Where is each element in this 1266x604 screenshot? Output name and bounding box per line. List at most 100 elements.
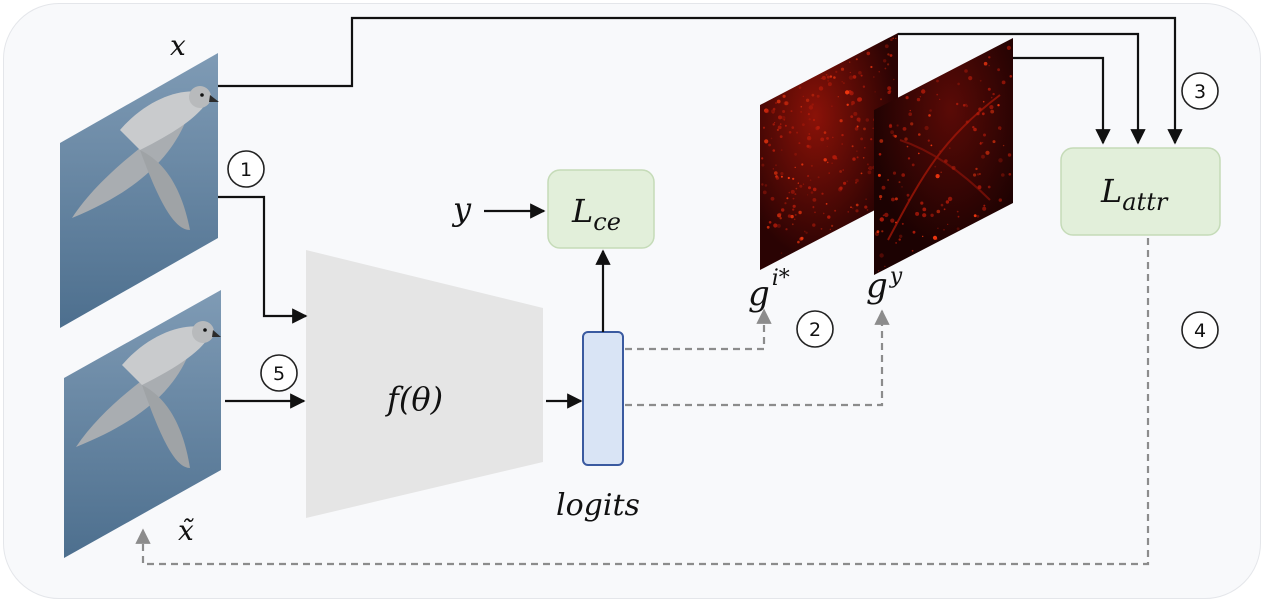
heatmap-speckle xyxy=(951,165,956,170)
heatmap-speckle xyxy=(936,79,939,83)
heatmap-speckle xyxy=(812,187,817,192)
heatmap-speckle xyxy=(956,102,959,106)
heatmap-speckle xyxy=(860,137,863,141)
heatmap-speckle xyxy=(820,137,825,142)
heatmap-speckle xyxy=(761,163,765,167)
heatmap-speckle xyxy=(922,235,924,238)
heatmap-speckle xyxy=(841,133,844,137)
step-2: 2 xyxy=(796,310,834,348)
heatmap-speckle xyxy=(787,214,792,218)
heatmap-speckle xyxy=(975,167,978,171)
model-trapezoid xyxy=(306,250,543,518)
heatmap-speckle xyxy=(774,122,776,124)
heatmap-speckle xyxy=(823,158,827,162)
heatmap-speckle xyxy=(806,144,810,148)
heatmap-speckle xyxy=(998,158,1003,163)
l-ce-box xyxy=(547,169,655,249)
model-label: f(θ) xyxy=(385,380,443,418)
heatmap-speckle xyxy=(770,137,773,140)
heatmap-speckle xyxy=(817,176,820,179)
heatmap-speckle xyxy=(982,100,985,103)
heatmap-speckle xyxy=(812,206,815,209)
heatmap-speckle xyxy=(894,197,898,201)
heatmap-speckle xyxy=(792,197,795,200)
heatmap-speckle xyxy=(860,74,863,77)
heatmap-speckle xyxy=(864,146,866,149)
heatmap-speckle xyxy=(879,139,884,143)
heatmap-speckle xyxy=(989,105,994,110)
heatmap-speckle xyxy=(890,218,895,223)
heatmap-speckle xyxy=(829,228,831,230)
logits-label: logits xyxy=(556,488,640,523)
heatmap-speckle xyxy=(855,181,857,184)
heatmap-speckle xyxy=(837,96,839,98)
heatmap-speckle xyxy=(947,223,949,225)
heatmap-speckle xyxy=(846,103,849,107)
heatmap-speckle xyxy=(956,227,960,231)
heatmap-speckle xyxy=(887,63,890,66)
heatmap-speckle xyxy=(839,170,842,173)
heatmap-speckle xyxy=(882,214,885,217)
heatmap-speckle xyxy=(823,131,827,134)
heatmap-speckle xyxy=(810,191,814,194)
heatmap-speckle xyxy=(915,211,920,216)
heatmap-speckle xyxy=(965,103,967,106)
heatmap-speckle xyxy=(832,155,837,160)
heatmap-speckle xyxy=(887,179,889,181)
heatmap-speckle xyxy=(850,115,854,118)
logits-box xyxy=(582,331,624,466)
heatmap-speckle xyxy=(846,180,849,183)
dashed-logits-to-gy xyxy=(625,309,890,407)
heatmap-speckle xyxy=(800,105,803,108)
arrow-x-to-lattr xyxy=(218,16,1183,145)
heatmap-speckle xyxy=(772,123,775,126)
heatmap-speckle xyxy=(990,96,993,99)
heatmap-speckle xyxy=(879,198,882,200)
heatmap-speckle xyxy=(806,136,812,141)
heatmap-speckle xyxy=(797,240,800,244)
heatmap-speckle xyxy=(827,82,832,87)
heatmap-speckle xyxy=(901,186,903,188)
heatmap-speckle xyxy=(781,115,786,120)
heatmap-speckle xyxy=(784,124,787,127)
heatmap-speckle xyxy=(788,131,792,134)
heatmap-speckle xyxy=(895,242,897,244)
heatmap-speckle xyxy=(818,86,824,91)
heatmap-speckle xyxy=(787,176,790,180)
heatmap-speckle xyxy=(856,125,859,128)
heatmap-speckle xyxy=(965,104,969,108)
heatmap-speckle xyxy=(799,184,803,188)
step-4-number: 4 xyxy=(1194,320,1206,342)
heatmap-speckle xyxy=(978,107,982,111)
heatmap-speckle xyxy=(855,178,859,183)
heatmap-speckle xyxy=(911,249,914,252)
heatmap-speckle xyxy=(816,94,820,98)
heatmap-speckle xyxy=(810,164,813,167)
heatmap-speckle xyxy=(852,157,856,161)
heatmap-speckle xyxy=(809,179,812,181)
heatmap-speckle xyxy=(973,173,977,177)
heatmap-speckle xyxy=(872,76,875,78)
heatmap-speckle xyxy=(828,172,830,174)
heatmap-speckle xyxy=(779,123,782,125)
heatmap-speckle xyxy=(782,94,786,98)
heatmap-speckle xyxy=(940,171,942,174)
heatmap-speckle xyxy=(794,193,797,196)
heatmap-speckle xyxy=(862,157,865,159)
heatmap-speckle xyxy=(783,101,788,106)
heatmap-speckle xyxy=(983,133,986,137)
heatmap-speckle xyxy=(851,145,854,148)
heatmap-speckle xyxy=(880,98,882,101)
heatmap-speckle xyxy=(842,82,845,85)
heatmap-speckle xyxy=(812,198,817,202)
heatmap-speckle xyxy=(879,217,884,222)
heatmap-speckle xyxy=(832,136,834,139)
heatmap-speckle xyxy=(948,147,951,150)
heatmap-speckle xyxy=(935,174,940,179)
solid-arrows xyxy=(218,16,1183,409)
heatmap-speckle xyxy=(776,223,781,228)
heatmap-speckle xyxy=(775,164,777,167)
heatmap-speckle xyxy=(803,230,806,233)
heatmap-speckle xyxy=(874,91,876,93)
